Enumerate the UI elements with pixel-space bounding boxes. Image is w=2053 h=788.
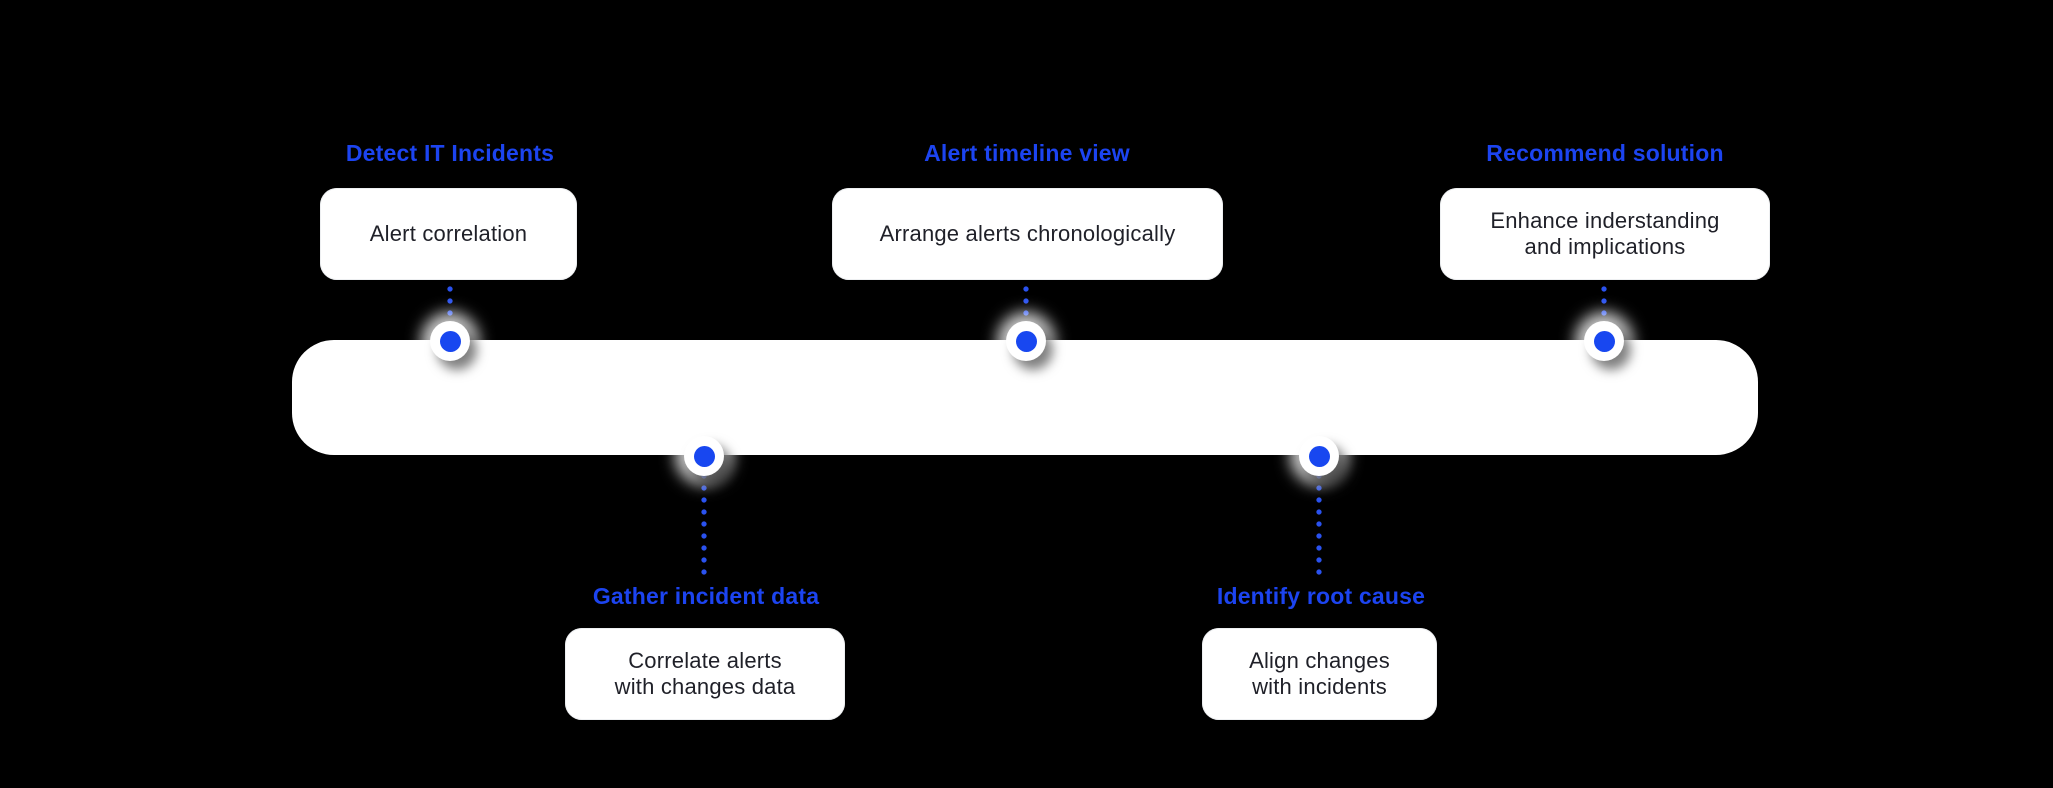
step-card-recommend-solution: Enhance inderstanding and implications [1440,188,1770,280]
node-dot-icon [693,445,715,467]
node-dot-icon [1593,330,1615,352]
step-title-detect-it-incidents: Detect IT Incidents [345,140,555,166]
dotted-connector [447,283,453,318]
step-card-alert-timeline-view: Arrange alerts chronologically [832,188,1223,280]
step-card-text: Correlate alerts with changes data [614,648,796,699]
step-card-text: Alert correlation [369,221,528,246]
step-card-gather-incident-data: Correlate alerts with changes data [565,628,845,720]
step-card-text: Align changes with incidents [1249,648,1390,699]
step-title-gather-incident-data: Gather incident data [592,583,820,609]
step-title-alert-timeline-view: Alert timeline view [924,140,1130,166]
node-dot-icon [1308,445,1330,467]
timeline-node [684,436,724,476]
node-dot-icon [439,330,461,352]
timeline-node [1006,321,1046,361]
dotted-connector [1316,470,1322,576]
dotted-connector [1023,283,1029,318]
step-card-text: Arrange alerts chronologically [879,221,1176,246]
step-title-identify-root-cause: Identify root cause [1216,583,1426,609]
timeline-node [1584,321,1624,361]
step-card-detect-it-incidents: Alert correlation [320,188,577,280]
node-dot-icon [1015,330,1037,352]
step-card-text: Enhance inderstanding and implications [1490,208,1720,259]
step-title-recommend-solution: Recommend solution [1486,140,1724,166]
step-card-identify-root-cause: Align changes with incidents [1202,628,1437,720]
timeline-node [430,321,470,361]
dotted-connector [1601,283,1607,318]
dotted-connector [701,470,707,576]
timeline-node [1299,436,1339,476]
